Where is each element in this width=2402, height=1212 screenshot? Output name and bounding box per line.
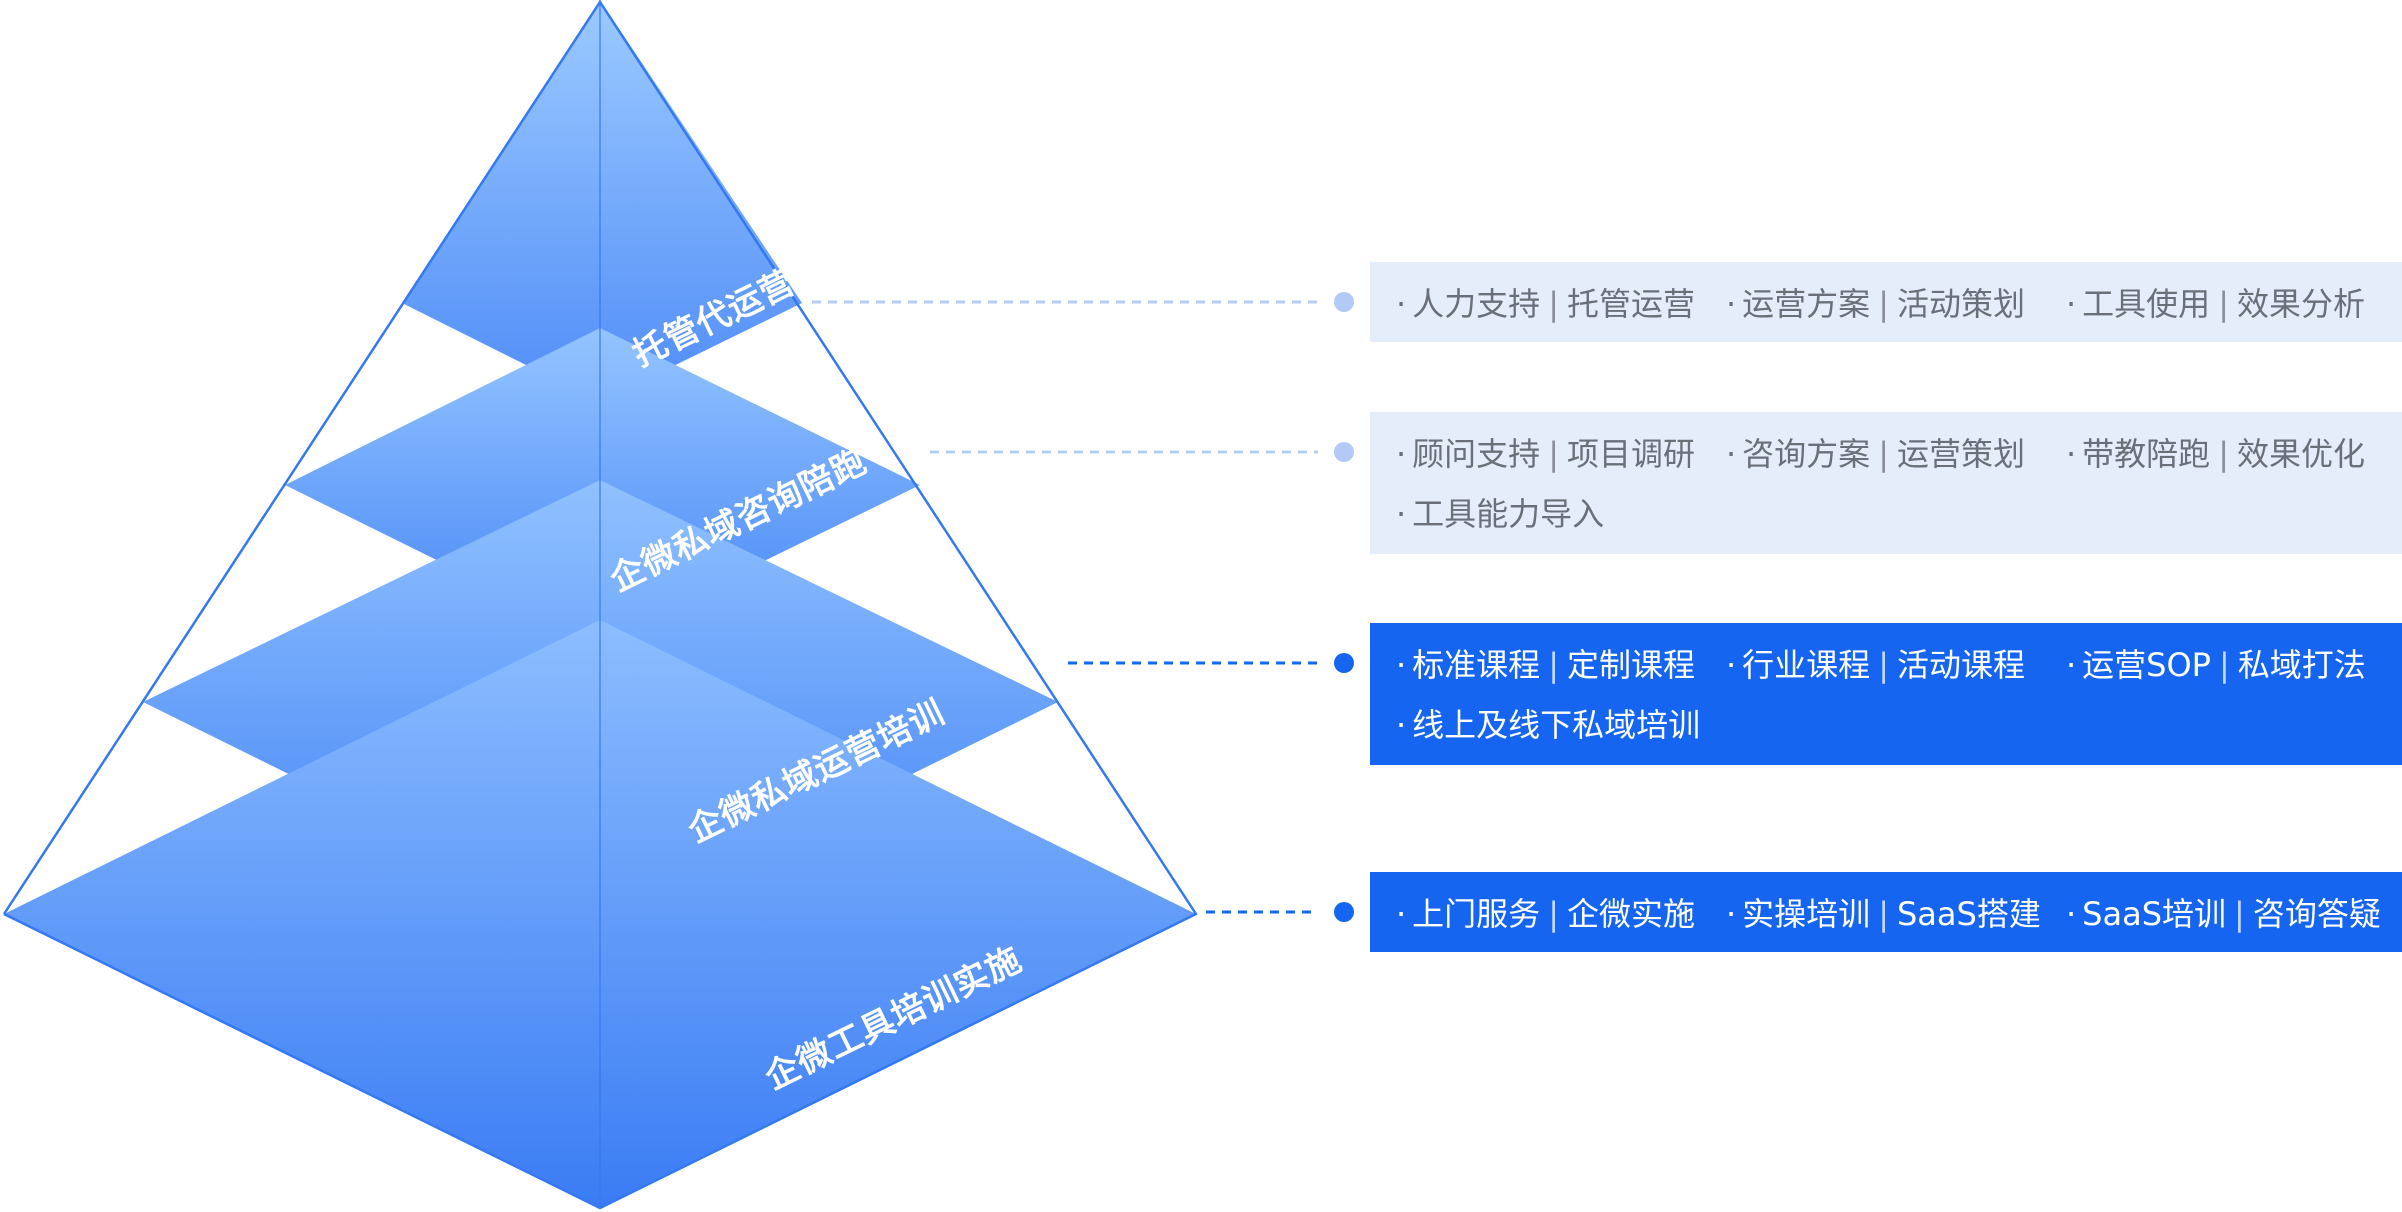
bullet-dot: ·	[1726, 435, 1737, 473]
separator: |	[1878, 285, 1889, 323]
detail-item-text: 咨询答疑	[2252, 895, 2381, 933]
detail-item-text: 线上及线下私域培训	[1412, 706, 1701, 744]
detail-item-text: SaaS培训	[2082, 895, 2227, 933]
detail-item: ·线上及线下私域培训	[1396, 695, 1726, 755]
detail-item-text: 活动策划	[1896, 285, 2025, 323]
detail-row: ·标准课程|定制课程·行业课程|活动课程·运营SOP|私域打法	[1396, 635, 2388, 695]
separator: |	[2218, 285, 2229, 323]
detail-item-text: 实操培训	[1742, 895, 1871, 933]
detail-item: ·顾问支持|项目调研	[1396, 424, 1726, 484]
bullet-dot: ·	[1396, 285, 1407, 323]
detail-item-text: 运营SOP	[2082, 646, 2211, 684]
detail-item-text: 标准课程	[1412, 646, 1541, 684]
detail-panel-level-3: ·标准课程|定制课程·行业课程|活动课程·运营SOP|私域打法·线上及线下私域培…	[1370, 623, 2402, 765]
detail-item-text: 项目调研	[1566, 435, 1695, 473]
separator: |	[2218, 435, 2229, 473]
detail-item-text: 上门服务	[1412, 895, 1541, 933]
detail-item-text: 人力支持	[1412, 285, 1541, 323]
separator: |	[1548, 435, 1559, 473]
detail-item: ·咨询方案|运营策划	[1726, 424, 2066, 484]
detail-item-text: 工具能力导入	[1412, 495, 1605, 533]
detail-row: ·顾问支持|项目调研·咨询方案|运营策划·带教陪跑|效果优化	[1396, 424, 2388, 484]
detail-item-text: 行业课程	[1742, 646, 1871, 684]
pyramid-outline	[2, 0, 1198, 1210]
detail-item: ·上门服务|企微实施	[1396, 884, 1726, 944]
detail-item-text: 效果优化	[2236, 435, 2365, 473]
detail-item: ·工具能力导入	[1396, 484, 1726, 544]
bullet-dot: ·	[1726, 285, 1737, 323]
bullet-dot: ·	[1396, 495, 1407, 533]
detail-item-text: 运营方案	[1742, 285, 1871, 323]
connector-dot-2	[1334, 442, 1354, 462]
detail-row: ·工具能力导入	[1396, 484, 2388, 544]
detail-item-text: 顾问支持	[1412, 435, 1541, 473]
separator: |	[1548, 646, 1559, 684]
bullet-dot: ·	[1396, 895, 1407, 933]
detail-item-text: 工具使用	[2082, 285, 2211, 323]
detail-row: ·线上及线下私域培训	[1396, 695, 2388, 755]
bullet-dot: ·	[2066, 895, 2077, 933]
detail-item: ·SaaS培训|咨询答疑	[2066, 884, 2381, 944]
detail-item-text: 运营策划	[1896, 435, 2025, 473]
detail-item-text: 私域打法	[2237, 646, 2366, 684]
detail-item: ·带教陪跑|效果优化	[2066, 424, 2365, 484]
detail-item: ·工具使用|效果分析	[2066, 274, 2365, 334]
detail-row: ·人力支持|托管运营·运营方案|活动策划·工具使用|效果分析	[1396, 274, 2388, 334]
connector-dot-3	[1334, 653, 1354, 673]
bullet-dot: ·	[2066, 285, 2077, 323]
connector-dot-4	[1334, 902, 1354, 922]
detail-item-text: 效果分析	[2236, 285, 2365, 323]
bullet-dot: ·	[1396, 706, 1407, 744]
detail-item-text: SaaS搭建	[1896, 895, 2041, 933]
detail-item-text: 托管运营	[1566, 285, 1695, 323]
connector-dot-1	[1334, 292, 1354, 312]
separator: |	[1548, 285, 1559, 323]
detail-item-text: 定制课程	[1566, 646, 1695, 684]
separator: |	[2218, 646, 2230, 684]
bullet-dot: ·	[1726, 895, 1737, 933]
bullet-dot: ·	[1726, 646, 1737, 684]
bullet-dot: ·	[1396, 435, 1407, 473]
detail-item: ·实操培训|SaaS搭建	[1726, 884, 2066, 944]
detail-panel-level-4: ·上门服务|企微实施·实操培训|SaaS搭建·SaaS培训|咨询答疑	[1370, 872, 2402, 952]
bullet-dot: ·	[2066, 646, 2077, 684]
detail-item: ·运营方案|活动策划	[1726, 274, 2066, 334]
detail-item: ·行业课程|活动课程	[1726, 635, 2066, 695]
separator: |	[1878, 435, 1889, 473]
detail-item-text: 咨询方案	[1742, 435, 1871, 473]
detail-item-text: 带教陪跑	[2082, 435, 2211, 473]
detail-item: ·人力支持|托管运营	[1396, 274, 1726, 334]
bullet-dot: ·	[1396, 646, 1407, 684]
pyramid-level-1-face	[402, 0, 802, 402]
bullet-dot: ·	[2066, 435, 2077, 473]
detail-item-text: 活动课程	[1896, 646, 2025, 684]
detail-item: ·标准课程|定制课程	[1396, 635, 1726, 695]
detail-row: ·上门服务|企微实施·实操培训|SaaS搭建·SaaS培训|咨询答疑	[1396, 884, 2388, 944]
separator: |	[1878, 646, 1889, 684]
separator: |	[1878, 895, 1889, 933]
detail-item-text: 企微实施	[1566, 895, 1695, 933]
separator: |	[1548, 895, 1559, 933]
separator: |	[2234, 895, 2245, 933]
detail-panel-level-2: ·顾问支持|项目调研·咨询方案|运营策划·带教陪跑|效果优化·工具能力导入	[1370, 412, 2402, 554]
detail-panel-level-1: ·人力支持|托管运营·运营方案|活动策划·工具使用|效果分析	[1370, 262, 2402, 342]
detail-item: ·运营SOP|私域打法	[2066, 635, 2366, 695]
